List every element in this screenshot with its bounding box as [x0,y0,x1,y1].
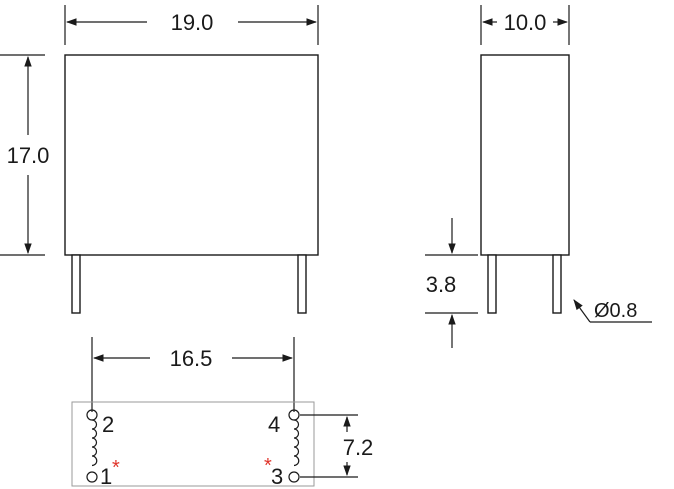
pin-4-label: 4 [268,412,280,437]
pin-3-pad [288,471,300,483]
coil-right-icon [293,419,300,467]
relay-body-front [64,54,319,256]
polarity-mark-left: * [112,457,120,479]
depth-label: 10.0 [504,10,547,35]
coil-pitch-label: 7.2 [343,435,374,460]
pin-right-front [297,254,307,314]
coil-left-icon [91,419,98,467]
pin-1-label: 1 [100,464,112,489]
polarity-mark-right: * [264,455,272,477]
side-view: 10.0 3.8 Ø0.8 [425,5,652,348]
footprint-outline [71,401,315,487]
pin-layout-view: 16.5 2 1 * 4 3 * 7.2 [71,337,374,489]
pin-diameter-label: Ø0.8 [594,300,637,322]
height-label: 17.0 [7,143,50,168]
pin-length-label: 3.8 [426,272,457,297]
pin-left-side [487,254,497,314]
pin-diameter-leader [573,299,591,323]
pin-spacing-label: 16.5 [170,346,213,371]
front-view: 19.0 17.0 [0,5,319,314]
pin-right-side [552,254,562,314]
width-label: 19.0 [171,10,214,35]
pin-left-front [71,254,81,314]
relay-body-side [480,54,570,256]
pin-1-pad [86,471,98,483]
pin-2-label: 2 [102,412,114,437]
pin-3-label: 3 [271,464,283,489]
